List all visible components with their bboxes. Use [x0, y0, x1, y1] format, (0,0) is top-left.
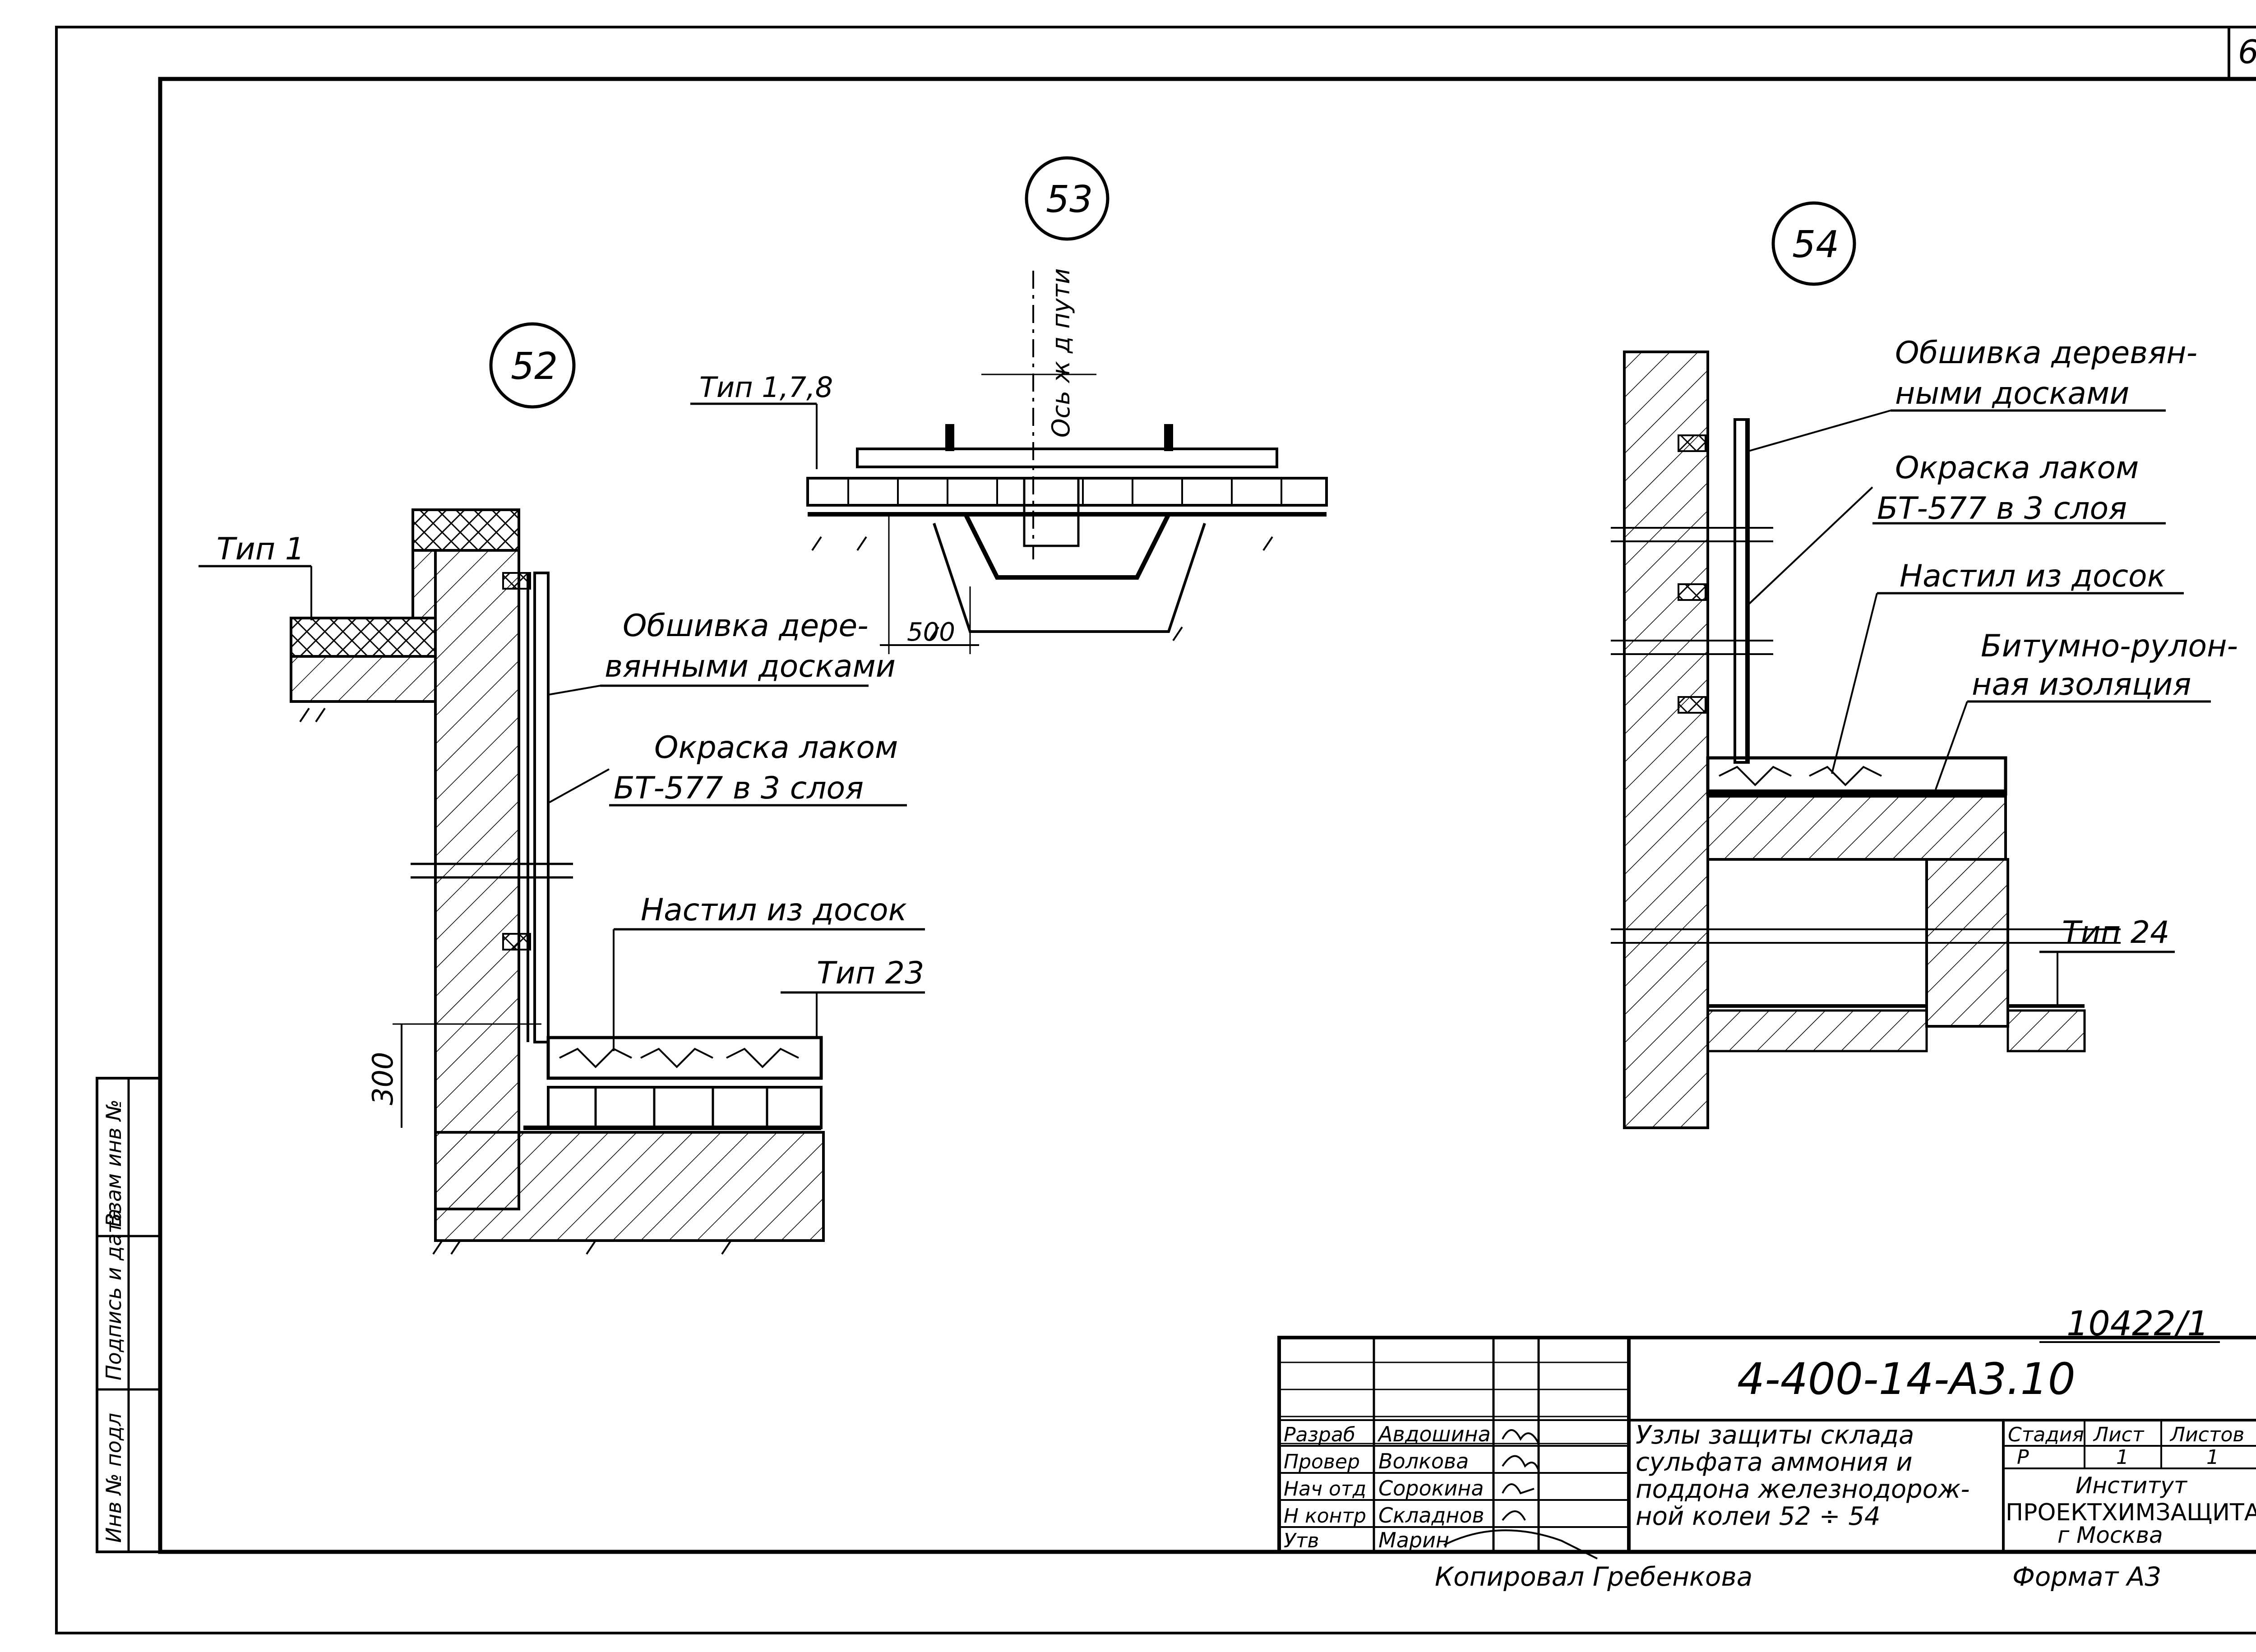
label-type23: Тип 23	[817, 955, 924, 991]
name-checker: Волкова	[1378, 1449, 1469, 1473]
title-line-1: Узлы защиты склада	[1636, 1421, 1914, 1450]
label-type24: Тип 24	[2062, 915, 2169, 951]
wall-54	[1623, 351, 1709, 1129]
drawing-code: 4-400-14-А3.10	[1737, 1354, 2076, 1404]
stamp-signature-date: Подпись и дата	[102, 1209, 126, 1380]
anchor	[1678, 583, 1706, 601]
label-type178: Тип 1,7,8	[699, 371, 833, 404]
format: Формат А3	[2012, 1561, 2161, 1592]
anchor	[502, 572, 531, 590]
slab-left	[290, 617, 437, 658]
org-3: г Москва	[2057, 1522, 2163, 1548]
detail-53-number: 53	[1046, 178, 1093, 221]
floor-boards-52	[546, 1036, 823, 1080]
anchor	[502, 933, 531, 951]
label-cladding-54-2: ными досками	[1895, 376, 2130, 411]
detail-53-marker	[1025, 156, 1110, 241]
label-floor-52: Настил из досок	[641, 892, 907, 928]
title-block-frame	[1277, 1336, 2256, 1554]
wall-cladding-54	[1734, 418, 1750, 764]
detail-52: 52 300 Тип 1	[199, 322, 925, 1255]
role-developer: Разраб	[1284, 1423, 1355, 1446]
outer-frame	[55, 26, 2256, 1634]
wall-step	[411, 549, 437, 619]
org-2: ПРОЕКТХИМЗАЩИТА	[2006, 1499, 2256, 1526]
stamp-replace-inv: Взам инв №	[102, 1099, 126, 1227]
sheet-number: 62	[2238, 33, 2256, 71]
label-cladding-54-1: Обшивка деревян-	[1895, 335, 2197, 371]
role-checker: Провер	[1284, 1450, 1360, 1473]
sheet-value: 1	[2116, 1446, 2129, 1469]
role-approved: Утв	[1284, 1529, 1319, 1552]
name-dept-head: Сорокина	[1378, 1476, 1484, 1500]
stamp-inv-orig: Инв № подл	[102, 1413, 126, 1543]
detail-54-marker	[1771, 201, 1856, 286]
rail-left	[945, 424, 954, 451]
title-line-3: поддона железнодорож-	[1636, 1475, 1970, 1504]
name-norm-control: Складнов	[1378, 1503, 1484, 1527]
lower-base-right	[2006, 1009, 2086, 1052]
role-norm-control: Н контр	[1284, 1504, 1366, 1527]
role-dept-head: Нач отд	[1284, 1477, 1366, 1500]
wall-cladding-52	[533, 572, 550, 1043]
title-block: 10422/1 Разраб Провер Нач отд Н контр Ут…	[1277, 1303, 2256, 1592]
label-cladding-52-2: вянными досками	[605, 649, 896, 684]
detail-52-number: 52	[511, 345, 558, 388]
label-insulation-54-2: ная изоляция	[1972, 667, 2191, 702]
sheets-header: Листов	[2169, 1423, 2244, 1446]
floor-boards-54	[1706, 756, 2007, 796]
name-approved: Марин	[1378, 1528, 1449, 1552]
detail-54: 54 Обшивка деревян- ными досками Окраска…	[1611, 201, 2238, 1129]
column-54	[1925, 858, 2009, 1028]
sleeper	[856, 448, 1278, 468]
title-line-4: ной колеи 52 ÷ 54	[1636, 1502, 1881, 1531]
label-insulation-54-1: Битумно-рулон-	[1981, 628, 2238, 664]
org-1: Институт	[2076, 1472, 2188, 1499]
stage-value: Р	[2017, 1446, 2029, 1469]
floor-bricks-52	[547, 1086, 823, 1129]
side-stamp: Инв № подл Подпись и дата Взам инв №	[96, 1077, 162, 1553]
label-paint-54-1: Окраска лаком	[1895, 450, 2139, 486]
detail-53: 53 Ось ж д пути Тип 1,7,8 500	[690, 156, 1328, 654]
label-axis-53: Ось ж д пути	[1047, 268, 1075, 438]
anchor	[1678, 696, 1706, 714]
signatures	[1443, 1429, 1598, 1560]
dim-300: 300	[366, 1052, 399, 1105]
sheets-value: 1	[2206, 1446, 2219, 1469]
wall-52	[434, 549, 520, 1210]
detail-54-number: 54	[1792, 223, 1839, 266]
sheet-number-box	[2228, 26, 2256, 80]
slab-54	[1706, 795, 2007, 861]
label-floor-54: Настил из досок	[1900, 558, 2166, 594]
sheet-header: Лист	[2093, 1423, 2145, 1446]
top-bricks-53	[806, 477, 1328, 507]
label-paint-54-2: БТ-577 в 3 слоя	[1877, 491, 2127, 526]
label-cladding-52-1: Обшивка дере-	[623, 608, 869, 644]
label-type1: Тип 1	[217, 531, 305, 567]
trough-53	[963, 513, 1171, 580]
copied-by: Копировал Гребенкова	[1435, 1561, 1752, 1592]
title-line-2: сульфата аммония и	[1636, 1448, 1913, 1477]
axis-block	[1023, 477, 1080, 547]
name-developer: Авдошина	[1377, 1422, 1491, 1446]
lower-base-left	[1706, 1009, 1928, 1052]
rail-right	[1164, 424, 1173, 451]
label-paint-52-1: Окраска лаком	[654, 730, 898, 766]
base-slab-52	[434, 1131, 825, 1242]
label-paint-52-2: БТ-577 в 3 слоя	[614, 771, 864, 806]
inner-frame	[158, 77, 2256, 1554]
wall-cap	[411, 508, 520, 552]
dim-500: 500	[907, 618, 955, 647]
slab-left-base	[290, 655, 437, 703]
stage-header: Стадия	[2008, 1423, 2084, 1446]
detail-52-marker	[489, 322, 576, 409]
anchor	[1678, 434, 1706, 452]
